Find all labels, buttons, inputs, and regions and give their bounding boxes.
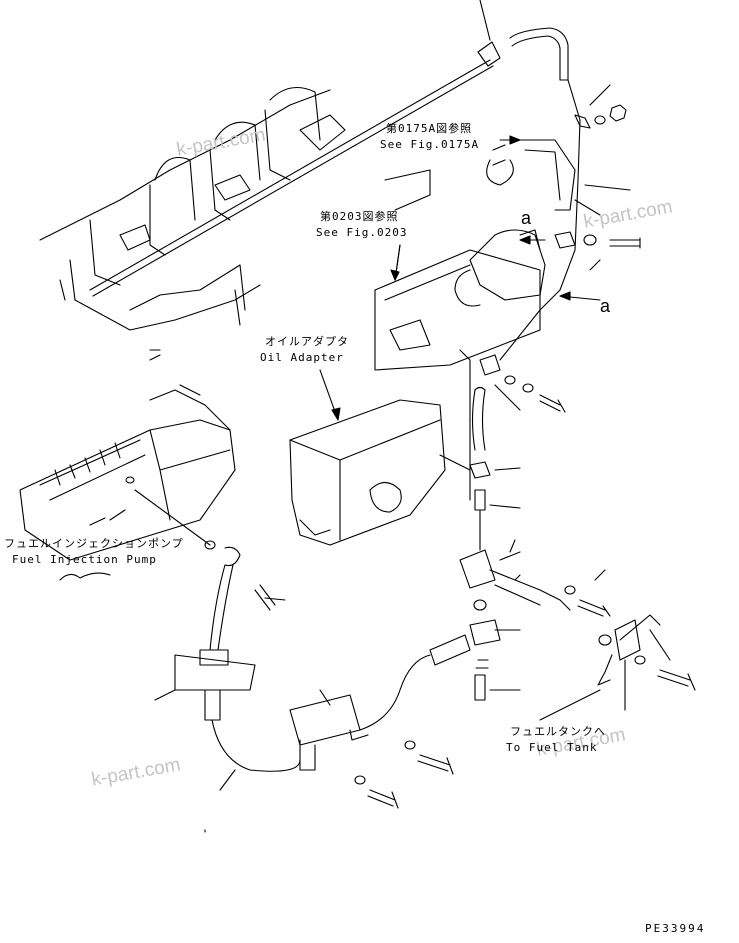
fuel-tank-en-label: To Fuel Tank <box>506 741 598 754</box>
oil-adapter-en-label: Oil Adapter <box>260 351 344 364</box>
fuel-injection-pump <box>19 384 236 581</box>
callout-leaders <box>204 199 601 833</box>
engine-block <box>39 86 431 361</box>
fuel-tank-jp-label: フュエルタンクへ <box>510 725 606 738</box>
marker-a-top: a <box>521 208 532 228</box>
pump-return-hose <box>154 540 301 791</box>
fuel-pump-jp-label: フュエルインジェクションポンプ <box>4 537 184 550</box>
ref-0203-en-label: See Fig.0203 <box>316 226 408 239</box>
fuel-tank-connector <box>539 614 696 721</box>
ref-0203-jp-label: 第0203図参照 <box>320 210 399 223</box>
marker-arrows <box>319 135 601 421</box>
fuel-pipe-upper <box>469 179 579 551</box>
bracket-parts-top-right <box>486 84 631 211</box>
marker-a-right: a <box>600 296 611 316</box>
throttle-linkage <box>89 0 581 297</box>
fuel-pump-en-label: Fuel Injection Pump <box>12 553 157 566</box>
oil-adapter-jp-label: オイルアダプタ <box>265 335 349 348</box>
pipe-bracket-assembly <box>429 549 612 701</box>
ref-0175a-jp-label: 第0175A図参照 <box>386 122 473 135</box>
lower-clamp-assembly <box>289 654 454 809</box>
oil-adapter <box>289 349 471 546</box>
drawing-code: PE33994 <box>645 922 706 935</box>
ref-0175a-en-label: See Fig.0175A <box>380 138 480 151</box>
